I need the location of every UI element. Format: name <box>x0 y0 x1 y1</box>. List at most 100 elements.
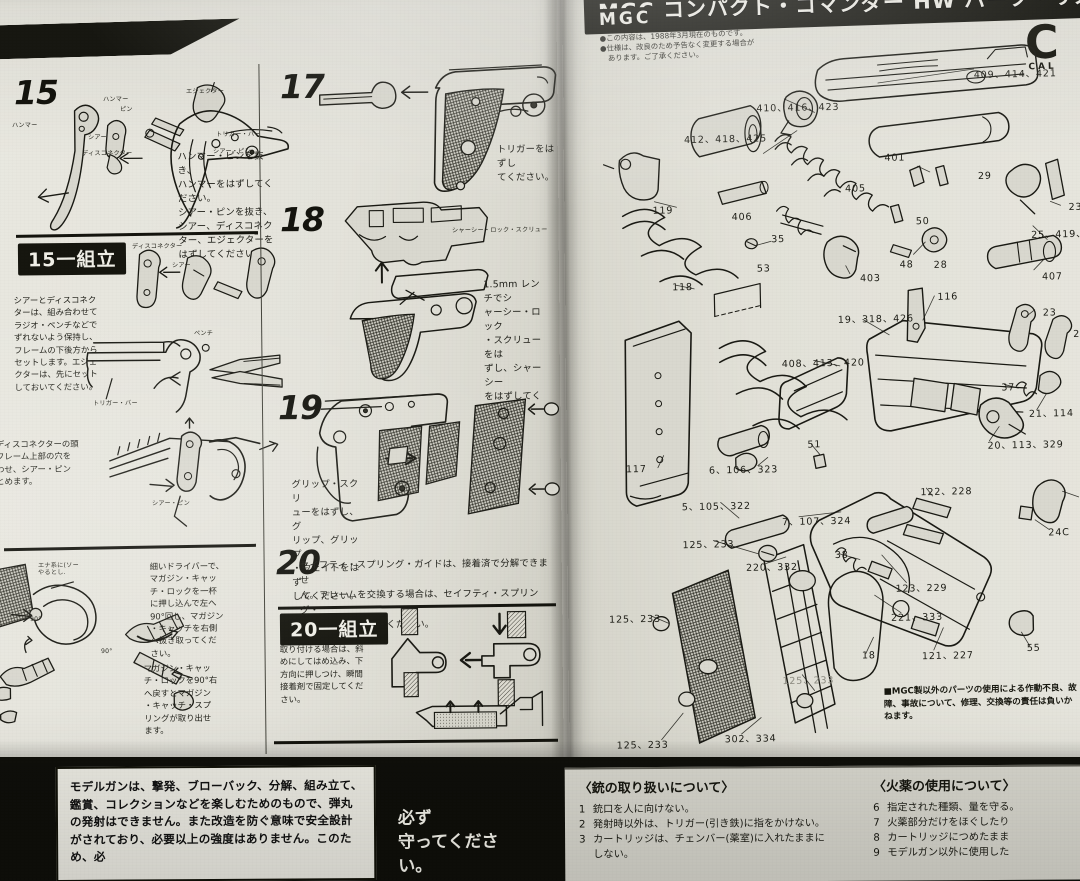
step-17-body: トリガーをはずし てください。 <box>496 143 555 184</box>
safety-powder-item-text: 指定された種類、量を守る。 <box>887 801 1020 814</box>
callout-90deg-a: 90° <box>29 615 42 624</box>
part-number-p21: 21、114 <box>1028 407 1074 420</box>
part-number-p125d: 125、233 <box>616 739 669 752</box>
part-number-p29: 29 <box>977 170 992 182</box>
callout-disconnector-2: ディスコネクター <box>131 242 183 251</box>
part-number-p50: 50 <box>915 215 930 228</box>
safety-powder-item-text: 火薬部分だけをほぐしたり <box>887 816 1010 829</box>
part-number-p6: 6、106、323 <box>708 464 779 477</box>
part-number-p412: 412、418、425 <box>683 133 768 147</box>
part-number-p122: 122、228 <box>920 486 973 499</box>
callout-sear-pin: シアー・ピン <box>212 147 251 156</box>
safety-column-gun: 〈銃の取り扱いについて〉 1 銃口を人に向けない。 2 発射時以外は、トリガー(引き鉄… <box>579 776 856 881</box>
callout-pin: ピン <box>119 105 133 114</box>
safety-gun-item-text: しない。 <box>593 849 634 861</box>
part-number-p25: 25、419、 <box>1031 228 1080 241</box>
part-number-p409: 409、414、421 <box>973 68 1057 82</box>
callout-magcatch: エナ系に(ソー やるとし. <box>37 561 79 577</box>
step-18-block: 18 <box>279 199 325 240</box>
safety-powder-item: 7 火薬部分だけをほぐしたり <box>873 814 1080 830</box>
part-number-p116: 116 <box>937 291 959 303</box>
modelgun-warning-text: モデルガンは、撃発、ブローバック、分解、組み立て、鑑賞、コレクションなどを楽しむ… <box>69 778 363 864</box>
part-number-p121: 121、227 <box>921 650 974 663</box>
part-number-p401: 401 <box>884 152 906 164</box>
modelgun-warning-box: モデルガンは、撃発、ブローバック、分解、組み立て、鑑賞、コレクションなどを楽しむ… <box>55 765 377 881</box>
part-number-p19: 19、318、426 <box>837 313 915 326</box>
sear-pin-install-illustration <box>109 417 279 527</box>
part-number-p18: 18 <box>861 650 876 662</box>
part-number-p23: 23 <box>1042 307 1057 319</box>
step-15-assembly-body-2: ディスコネクターの頭 フレーム上部の穴を わせ、シアー・ピン とめます。 <box>0 438 79 487</box>
part-number-p48: 48 <box>899 259 914 271</box>
callout-hammer: ハンマー <box>102 95 129 104</box>
step-17-illustration <box>318 64 557 193</box>
part-number-p234: 234 <box>1068 201 1080 214</box>
part-number-p24c: 24C <box>1048 527 1070 539</box>
part-number-p221: 221、333 <box>891 611 944 624</box>
step-18-number: 18 <box>279 199 325 240</box>
callout-sear-2: シアー <box>171 261 191 270</box>
part-number-p51: 51 <box>807 439 822 451</box>
safety-gun-item-number: 1 <box>578 804 586 816</box>
safety-powder-item-text: モデルガン以外に使用した <box>887 846 1010 859</box>
safety-gun-item-text: 銃口を人に向けない。 <box>592 803 695 816</box>
part-number-p403: 403 <box>859 273 881 285</box>
part-number-p302: 302、334 <box>724 733 777 746</box>
magcatch-note-2: マガジン・キャッ チ・ロックを90°右 へ戻すとマガジン ・キャッチ・スプ リン… <box>143 662 218 736</box>
step-20-assembly-header: 20一組立 <box>279 612 389 646</box>
part-number-p53: 53 <box>756 263 771 275</box>
safety-gun-item: しない。 <box>579 846 855 863</box>
callout-chassis-lock-screw: シャーシー・ロック・スクリュー <box>451 226 548 235</box>
part-number-p119: 119 <box>652 205 674 217</box>
safety-powder-item: 9 モデルガン以外に使用した <box>873 844 1080 860</box>
step-17-block: 17 <box>279 66 325 107</box>
magazine-catch-lock-illustration <box>124 613 194 711</box>
safety-powder-item-number: 8 <box>873 832 880 844</box>
part-number-p28: 28 <box>933 259 948 271</box>
part-number-p55: 55 <box>1026 642 1041 655</box>
step-19-illustration <box>316 393 560 522</box>
part-number-p406: 406 <box>731 211 753 224</box>
callout-trigger-bar-2: トリガー・バー <box>92 399 138 408</box>
safety-powder-item-text: カートリッジにつめたまま <box>887 831 1010 844</box>
part-number-labels: 409、414、421 410、416、423 412、418、425 401 405 4… <box>577 19 1080 751</box>
callout-sear: シアー <box>87 133 107 142</box>
callout-disconnector: ディスコネクター <box>81 149 133 158</box>
step-17-number: 17 <box>279 66 325 107</box>
part-number-p407: 407 <box>1041 271 1063 283</box>
safety-powder-item-number: 9 <box>873 847 880 859</box>
callout-90deg-b: 90° <box>100 647 113 656</box>
safety-powder-item: 8 カートリッジにつめたまま <box>873 829 1080 845</box>
mgc-parts-notice: ■MGC製以外のパーツの使用による作動不良、故障、事故について、修理、交換等の責… <box>883 683 1077 723</box>
step-20-assembly-body: 取り付ける場合は、斜 めにしてはめ込み、下 方向に押しつけ、瞬間 接着剤で固定し… <box>279 643 364 705</box>
part-number-p118: 118 <box>672 281 693 294</box>
part-number-p35: 35 <box>771 233 786 246</box>
step-19-block: 19 <box>278 388 322 427</box>
safety-gun-item: 1 銃口を人に向けない。 <box>579 801 855 818</box>
callout-pliers: ペンチ <box>193 329 214 338</box>
part-number-p410: 410、416、423 <box>756 101 840 115</box>
safety-powder-item-number: 6 <box>873 802 880 814</box>
part-number-p408: 408、413、420 <box>781 357 865 371</box>
callout-hammer-pin: ハンマー <box>11 121 38 130</box>
part-number-p38: 38 <box>834 549 849 562</box>
safety-gun-item-text: カートリッジは、チェンバー(薬室)に入れたままに <box>593 833 825 846</box>
step-20-assembly-illustration <box>391 607 544 730</box>
safety-heading-gun: 〈銃の取り扱いについて〉 <box>578 780 735 797</box>
part-number-p125b: 125、233 <box>608 613 662 626</box>
safety-gun-item-text: 発射時以外は、トリガー(引き鉄)に指をかけない。 <box>592 817 826 831</box>
step-15-assembly-body: シアーとディスコネク ターは、組み合わせて ラジオ・ペンチなどで ずれないよう保… <box>13 294 98 393</box>
part-number-p125c: 125、233 <box>782 675 835 688</box>
part-number-p5: 5、105、322 <box>681 500 751 514</box>
safety-powder-item: 6 指定された種類、量を守る。 <box>873 799 1080 815</box>
safety-powder-item-number: 7 <box>873 817 880 829</box>
safety-gun-item: 2 発射時以外は、トリガー(引き鉄)に指をかけない。 <box>579 816 855 833</box>
exploded-parts-diagram <box>602 44 1080 744</box>
part-number-p220: 220、332 <box>745 561 798 574</box>
safety-gun-item-number: 2 <box>578 819 586 831</box>
step-15-illustration <box>37 81 290 231</box>
magazine-catch-illustration <box>0 563 97 724</box>
part-number-p405: 405 <box>845 183 866 195</box>
